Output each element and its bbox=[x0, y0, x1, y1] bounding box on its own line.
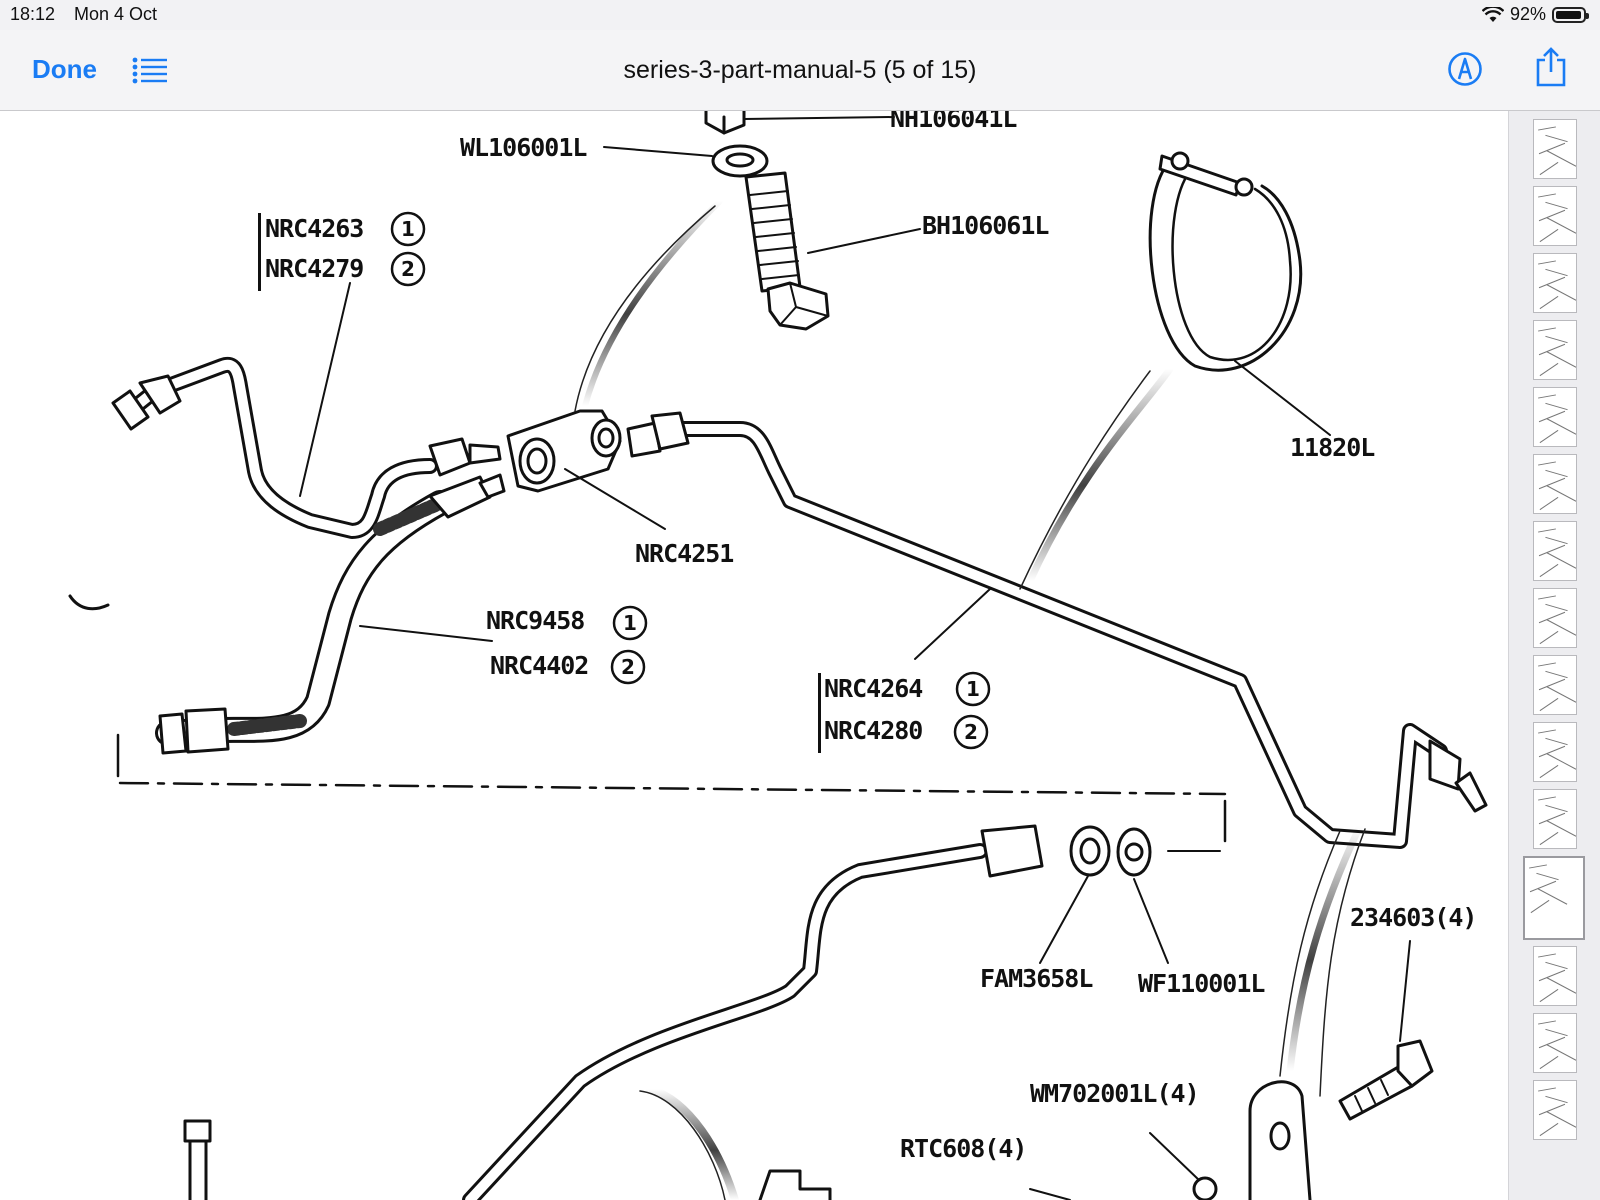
done-button[interactable]: Done bbox=[32, 54, 97, 84]
callout-2: 2 bbox=[953, 714, 989, 750]
page-thumbnail[interactable] bbox=[1533, 1013, 1577, 1073]
page-thumbnail[interactable] bbox=[1523, 856, 1585, 940]
part-label-wf110001l: WF110001L bbox=[1138, 969, 1265, 998]
page-thumbnail[interactable] bbox=[1533, 722, 1577, 782]
callout-2: 2 bbox=[390, 251, 426, 287]
status-date: Mon 4 Oct bbox=[74, 4, 158, 24]
part-label-nh106041l: NH106041L bbox=[890, 111, 1017, 133]
callout-1-text: 1 bbox=[401, 217, 415, 241]
part-label-nrc9458: NRC9458 bbox=[486, 606, 585, 635]
part-label-bh106061l: BH106061L bbox=[922, 211, 1049, 240]
page-thumbnail[interactable] bbox=[1533, 521, 1577, 581]
status-right: 92% bbox=[1481, 4, 1589, 25]
part-label-wm702001l: WM702001L(4) bbox=[1030, 1079, 1200, 1108]
page-thumbnail[interactable] bbox=[1533, 119, 1577, 179]
document-page[interactable]: NH106041L WL106001L BH106061L NRC4263 NR… bbox=[0, 111, 1508, 1200]
part-label-nrc4402: NRC4402 bbox=[490, 651, 589, 680]
page-thumbnail[interactable] bbox=[1533, 588, 1577, 648]
list-icon[interactable] bbox=[132, 56, 168, 84]
battery-percent: 92% bbox=[1509, 4, 1546, 24]
page-thumbnail[interactable] bbox=[1533, 789, 1577, 849]
part-label-nrc4264: NRC4264 bbox=[824, 674, 923, 703]
part-label-nrc4263: NRC4263 bbox=[265, 214, 364, 243]
group-bracket-right bbox=[818, 673, 821, 753]
callout-1: 1 bbox=[390, 211, 426, 247]
callout-2-text: 2 bbox=[401, 257, 415, 281]
parts-diagram bbox=[12, 111, 1508, 1200]
page-thumbnail[interactable] bbox=[1533, 186, 1577, 246]
callout-2: 2 bbox=[610, 649, 646, 685]
page-thumbnail[interactable] bbox=[1533, 253, 1577, 313]
group-bracket-left bbox=[258, 213, 261, 291]
page-thumbnail[interactable] bbox=[1533, 387, 1577, 447]
wifi-icon bbox=[1481, 6, 1504, 22]
part-label-wl106001l: WL106001L bbox=[460, 133, 587, 162]
part-label-234603: 234603(4) bbox=[1350, 903, 1477, 932]
document-title: series-3-part-manual-5 (5 of 15) bbox=[623, 56, 977, 84]
part-label-rtc608: RTC608(4) bbox=[900, 1134, 1027, 1163]
part-label-nrc4279: NRC4279 bbox=[265, 254, 364, 283]
part-label-nrc4251: NRC4251 bbox=[635, 539, 734, 568]
page-thumbnail[interactable] bbox=[1533, 454, 1577, 514]
navigation-bar: Done series-3-part-manual-5 (5 of 15) bbox=[0, 30, 1600, 111]
share-icon[interactable] bbox=[1534, 46, 1568, 88]
callout-1-text: 1 bbox=[623, 611, 637, 635]
callout-1: 1 bbox=[955, 671, 991, 707]
part-label-11820l: 11820L bbox=[1290, 433, 1375, 462]
page-thumbnail[interactable] bbox=[1533, 320, 1577, 380]
part-label-fam3658l: FAM3658L bbox=[980, 964, 1093, 993]
callout-1-text: 1 bbox=[966, 677, 980, 701]
part-label-nrc4280: NRC4280 bbox=[824, 716, 923, 745]
markup-pen-icon[interactable] bbox=[1447, 51, 1483, 87]
page-thumbnail[interactable] bbox=[1533, 655, 1577, 715]
page-thumbnail[interactable] bbox=[1533, 946, 1577, 1006]
callout-1: 1 bbox=[612, 605, 648, 641]
status-time: 18:12 bbox=[10, 4, 56, 24]
page-thumbnail[interactable] bbox=[1533, 1080, 1577, 1140]
status-bar: 18:12 Mon 4 Oct 92% bbox=[0, 0, 1600, 30]
battery-icon bbox=[1552, 6, 1589, 23]
page-thumbnail-sidebar[interactable] bbox=[1508, 111, 1600, 1200]
callout-2-text: 2 bbox=[621, 655, 635, 679]
callout-2-text: 2 bbox=[964, 720, 978, 744]
